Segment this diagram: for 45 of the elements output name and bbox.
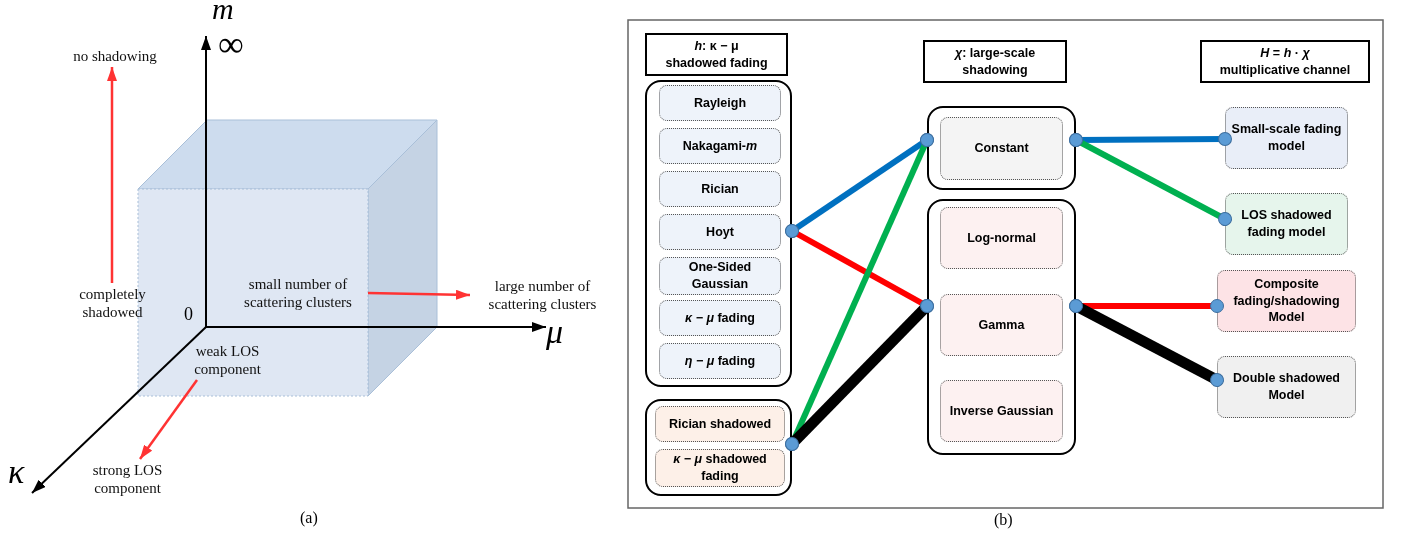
model-box: Rician xyxy=(659,171,781,207)
axis-label: m xyxy=(212,0,234,24)
group-box xyxy=(927,199,1076,455)
arrow xyxy=(139,379,198,460)
arrow xyxy=(367,289,471,300)
model-box: One-Sided Gaussian xyxy=(659,257,781,295)
axis-label: μ xyxy=(546,315,564,349)
group-box xyxy=(645,80,792,387)
group-box xyxy=(645,399,792,496)
axis-label: 0 xyxy=(184,305,193,323)
panel-label: (a) xyxy=(300,510,318,526)
column-header: h: κ − μ shadowed fading xyxy=(645,33,788,76)
arrow xyxy=(107,67,117,283)
connector-line xyxy=(1069,132,1232,147)
model-box: Composite fading/shadowing Model xyxy=(1217,270,1356,332)
annotation-text: small number of scattering clusters xyxy=(243,275,353,311)
connector-line xyxy=(785,299,934,451)
panel-label: (b) xyxy=(994,512,1013,528)
model-box: κ − μ fading xyxy=(659,300,781,336)
model-box: η − μ fading xyxy=(659,343,781,379)
group-box xyxy=(927,106,1076,190)
annotation-text: completely shadowed xyxy=(78,285,147,321)
model-box: LOS shadowed fading model xyxy=(1225,193,1348,255)
model-box: Gamma xyxy=(940,294,1063,356)
annotation-text: large number of scattering clusters xyxy=(487,277,598,313)
model-box: Rayleigh xyxy=(659,85,781,121)
annotation-text: weak LOS component xyxy=(193,342,262,378)
column-header: H = h · χ multiplicative channel xyxy=(1200,40,1370,83)
model-box: Small-scale fading model xyxy=(1225,107,1348,169)
model-box: κ − μ shadowed fading xyxy=(655,449,785,487)
column-header: χ: large-scale shadowing xyxy=(923,40,1067,83)
model-box: Inverse Gaussian xyxy=(940,380,1063,442)
axis-label: ∞ xyxy=(218,26,244,62)
model-box: Double shadowed Model xyxy=(1217,356,1356,418)
model-box: Log-normal xyxy=(940,207,1063,269)
axis-label: κ xyxy=(8,455,25,489)
model-box: Hoyt xyxy=(659,214,781,250)
connector-line xyxy=(1069,299,1224,313)
model-box: Rician shadowed xyxy=(655,406,785,442)
annotation-text: strong LOS component xyxy=(91,461,164,497)
model-box: Constant xyxy=(940,117,1063,180)
connector-line xyxy=(1069,133,1232,226)
connector-line xyxy=(1069,299,1224,387)
annotation-text: no shadowing xyxy=(73,47,157,65)
model-box: Nakagami-m xyxy=(659,128,781,164)
